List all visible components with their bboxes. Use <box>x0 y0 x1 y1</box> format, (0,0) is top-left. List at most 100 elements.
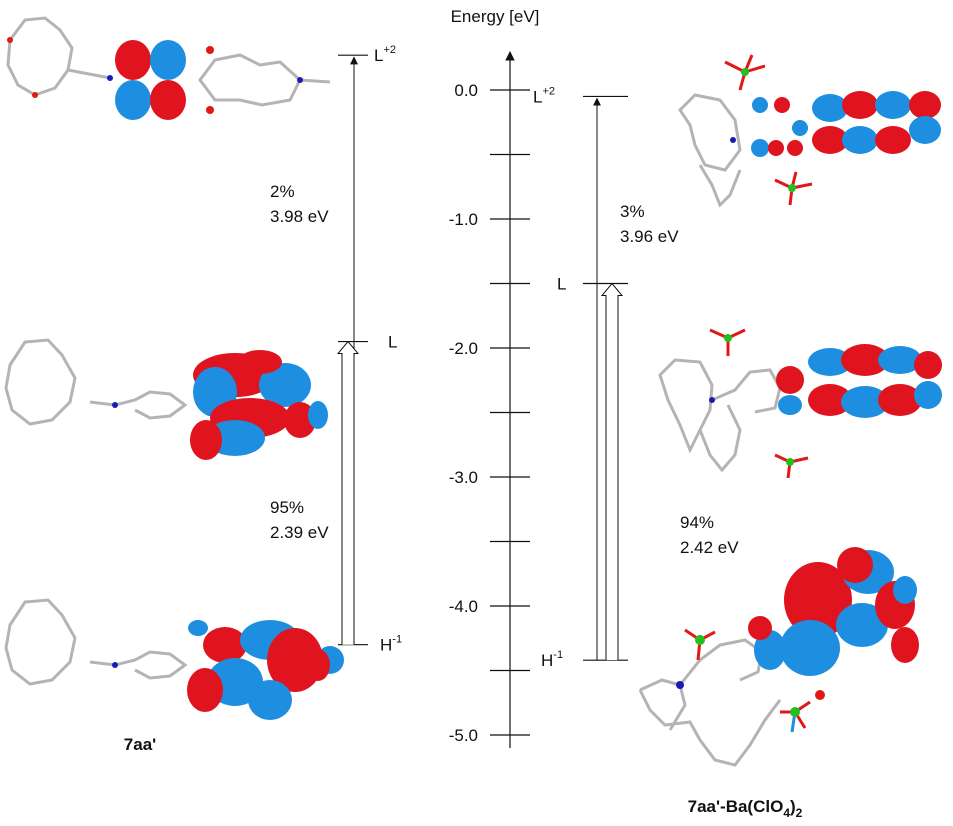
axis-title: Energy [eV] <box>451 7 540 26</box>
orbital-lobe-blue <box>808 348 852 376</box>
orbital-lobe-blue <box>842 126 878 154</box>
nitrogen-atom <box>676 681 684 689</box>
crown-ether-ring <box>698 404 742 473</box>
orbital-lobe-red <box>774 97 790 113</box>
orbital-lobe-red <box>748 616 772 640</box>
nitrogen-atom <box>112 402 118 408</box>
orbital-lobe-blue <box>893 576 917 604</box>
orbital-lobe-red <box>837 547 873 583</box>
crown-ether-ring <box>698 164 742 208</box>
orbital-lobe-red <box>891 627 919 663</box>
orbital-lobe-red <box>115 40 151 80</box>
orbital-lobe-blue <box>248 680 292 720</box>
compound-label-right: 7aa'-Ba(ClO4)2 <box>688 797 803 820</box>
transition-low-percent: 95% <box>270 498 304 517</box>
orbital-lobe-red <box>812 126 848 154</box>
orbital-lobe-red <box>190 420 222 460</box>
level-homo1-label: H-1 <box>541 649 563 670</box>
crown-ether-ring <box>658 358 714 454</box>
orbital-lobe-red <box>203 627 247 663</box>
compound-label-left: 7aa' <box>124 735 156 754</box>
orbital-lobe-red <box>842 91 878 119</box>
transition-arrow-low <box>336 340 360 645</box>
orbital-lobe-red <box>878 384 922 416</box>
crown-ether-ring <box>678 93 742 172</box>
orbital-lobe-blue <box>115 80 151 120</box>
orbital-lobe-blue <box>836 603 888 647</box>
orbital-lobe-blue <box>259 363 311 407</box>
crown-ether-ring <box>4 598 77 686</box>
orbital-lobe-red <box>787 140 803 156</box>
nitrogen-atom <box>730 137 736 143</box>
orbital-lobe-blue <box>188 620 208 636</box>
orbital-lobe-blue <box>909 116 941 144</box>
orbital-lobe-red <box>150 80 186 120</box>
phenyl-linker <box>711 368 782 414</box>
orbital-lobe-red <box>784 562 852 638</box>
orbital-lobe-blue <box>308 401 328 429</box>
molecule-left-lumo2 <box>6 16 331 120</box>
hollow-arrow-shape <box>336 340 360 645</box>
molecule-left-homo1 <box>4 598 344 720</box>
orbital-lobe-red <box>808 384 852 416</box>
axis-tick-label: -3.0 <box>449 468 478 487</box>
transition-low-energy: 2.42 eV <box>680 538 739 557</box>
perchlorate-anion <box>684 628 716 661</box>
orbital-lobe-blue <box>792 120 808 136</box>
nitrogen-atom <box>297 77 303 83</box>
oxygen-atom <box>32 92 38 98</box>
orbital-lobe-blue <box>751 139 769 157</box>
orbital-lobe-blue <box>875 91 911 119</box>
level-lumo2-label: L+2 <box>533 85 555 106</box>
perchlorate-anion <box>774 453 809 479</box>
hollow-arrow-shape <box>600 282 624 661</box>
orbital-lobe-red <box>776 366 804 394</box>
transition-low-energy: 2.39 eV <box>270 523 329 542</box>
level-homo1-label: H-1 <box>380 634 402 655</box>
left-panel: L+2 L H-1 2% 3.98 eV 95% 2.39 eV 7aa' <box>4 16 402 754</box>
molecule-left-lumo <box>4 338 328 460</box>
nitrogen-atom <box>112 662 118 668</box>
phenyl-linker <box>89 650 188 680</box>
transition-high-percent: 2% <box>270 182 295 201</box>
orbital-lobe-blue <box>778 395 802 415</box>
orbital-lobe-red <box>841 344 889 376</box>
axis-tick-label: -4.0 <box>449 597 478 616</box>
perchlorate-anion <box>709 328 746 356</box>
transition-low-percent: 94% <box>680 513 714 532</box>
energy-axis: Energy [eV] 0.0-1.0-2.0-3.0-4.0-5.0 <box>449 7 540 748</box>
orbital-lobe-blue <box>878 346 922 374</box>
orbital-lobe-red <box>875 126 911 154</box>
orbital-lobe-red <box>909 91 941 119</box>
level-lumo2-label: L+2 <box>374 44 396 65</box>
orbital-lobe-blue <box>780 620 840 676</box>
nitrogen-atom <box>709 397 715 403</box>
orbital-lobe-blue <box>754 630 786 670</box>
transition-arrow-low <box>600 282 624 661</box>
molecule-right-lumo <box>658 328 942 479</box>
crown-ether-ring <box>638 689 782 767</box>
orbital-lobe-red <box>914 351 942 379</box>
axis-ticks: 0.0-1.0-2.0-3.0-4.0-5.0 <box>449 81 530 745</box>
level-lumo-label: L <box>557 275 566 294</box>
axis-tick-label: -1.0 <box>449 210 478 229</box>
orbital-lobe-blue <box>841 386 889 418</box>
orbital-lobe-red <box>187 668 223 712</box>
molecule-right-homo1 <box>638 547 919 767</box>
bond <box>299 78 331 84</box>
nitrogen-atom <box>107 75 113 81</box>
crown-ether-ring <box>4 338 77 426</box>
transition-high-percent: 3% <box>620 202 645 221</box>
orbital-lobe-blue <box>150 40 186 80</box>
perchlorate-anion <box>780 690 825 733</box>
axis-tick-label: -2.0 <box>449 339 478 358</box>
phenyl-linker <box>678 638 764 686</box>
oxygen-atom <box>7 37 13 43</box>
oxygen-atom <box>206 106 214 114</box>
molecule-right-lumo2 <box>678 54 941 208</box>
orbital-lobe-red <box>768 140 784 156</box>
transition-high-energy: 3.98 eV <box>270 207 329 226</box>
bond <box>67 68 111 80</box>
perchlorate-anion <box>724 54 766 91</box>
